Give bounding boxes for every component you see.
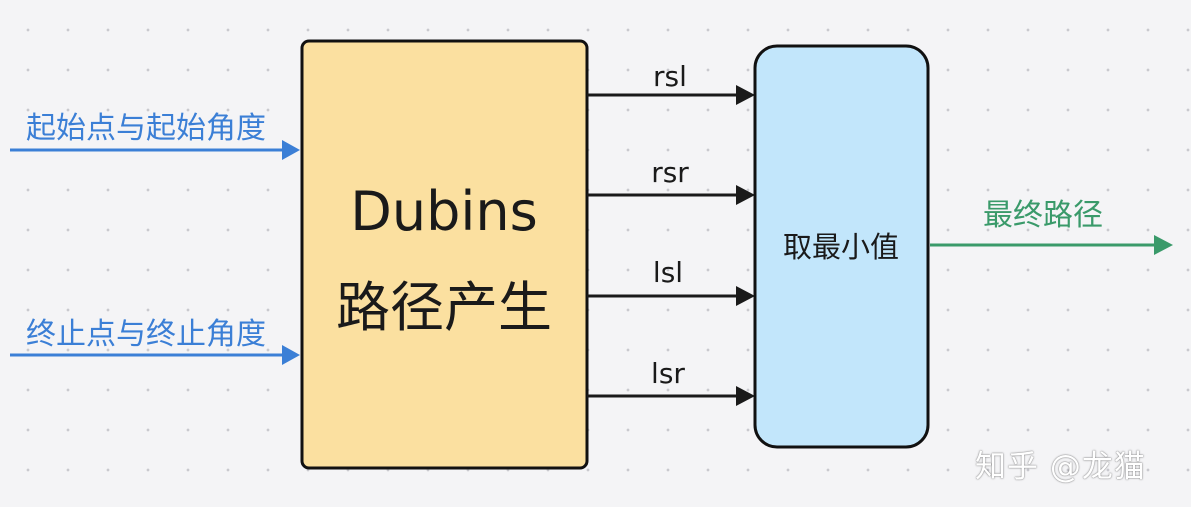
- path-arrow-rsl: [587, 85, 755, 105]
- min-selector-label: 取最小值: [783, 230, 899, 264]
- input-arrow-start: [10, 140, 300, 160]
- input-label-end: 终止点与终止角度: [26, 317, 266, 352]
- path-arrow-lsl: [587, 286, 755, 306]
- output-label: 最终路径: [983, 198, 1103, 233]
- path-label-lsl: lsl: [653, 256, 683, 289]
- generator-title-line2: 路径产生: [336, 276, 552, 339]
- path-arrow-lsr: [587, 386, 755, 406]
- path-label-lsr: lsr: [651, 357, 685, 390]
- output-arrow: [930, 235, 1173, 255]
- generator-title-line1: Dubins: [350, 180, 537, 243]
- path-arrow-rsr: [587, 185, 755, 205]
- input-arrow-end: [10, 345, 300, 365]
- path-label-rsl: rsl: [653, 60, 687, 93]
- min-selector-box: [753, 44, 930, 449]
- dubins-generator-box: [300, 39, 589, 470]
- path-label-rsr: rsr: [651, 156, 689, 189]
- watermark-text: 知乎 @龙猫: [975, 449, 1146, 485]
- input-label-start: 起始点与起始角度: [26, 111, 266, 146]
